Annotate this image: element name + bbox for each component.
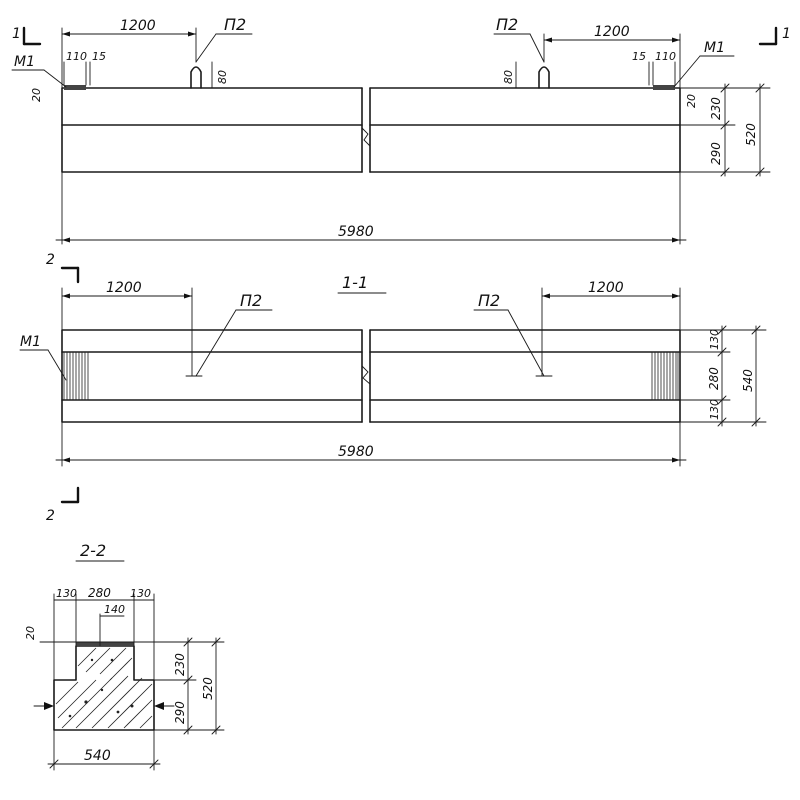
dim-1200-plan-left: 1200 <box>106 280 142 296</box>
title-section-2-2: 2-2 <box>80 541 106 560</box>
dim-140-cs: 140 <box>104 603 125 616</box>
dim-130-plan-top: 130 <box>708 329 721 350</box>
plate-m1-plan-left <box>63 351 89 401</box>
label-p2-right: П2 <box>496 15 518 34</box>
dim-540-plan: 540 <box>741 369 755 392</box>
dim-15-right: 15 <box>632 50 646 63</box>
dim-5980-plan: 5980 <box>338 444 374 460</box>
plate-m1-plan-right <box>651 351 679 401</box>
dim-130-plan-bottom: 130 <box>708 399 721 420</box>
dim-130-cs-left: 130 <box>56 587 77 600</box>
label-m1-right: М1 <box>704 40 725 56</box>
section-mark-1-left: 1 <box>12 26 42 46</box>
break-line-icon <box>361 365 371 385</box>
dim-15-left: 15 <box>92 50 106 63</box>
plate-m1-section <box>76 642 134 646</box>
section-mark-1-right-label: 1 <box>782 26 791 42</box>
dim-130-cs-right: 130 <box>130 587 151 600</box>
label-p2-left: П2 <box>224 15 246 34</box>
dim-1200-plan-right: 1200 <box>588 280 624 296</box>
plate-m1-left <box>64 85 86 90</box>
label-m1-left: М1 <box>14 54 35 70</box>
title-section-1-1: 1-1 <box>342 273 368 292</box>
lifting-loop-right <box>538 66 550 89</box>
cross-section-dims: 130 280 130 140 20 230 290 520 540 <box>24 586 225 771</box>
label-p2-plan-right: П2 <box>478 291 500 310</box>
dim-280-cs: 280 <box>88 586 111 600</box>
lifting-loop-left <box>190 66 202 89</box>
cross-section <box>33 613 175 731</box>
dim-5980-elev: 5980 <box>338 224 374 240</box>
elevation-view <box>61 66 681 173</box>
elevation-dims: 1200 1200 П2 П2 М1 М1 110 15 15 110 <box>11 15 771 245</box>
dim-80-right: 80 <box>502 70 515 84</box>
dim-80-left: 80 <box>216 70 229 84</box>
section-mark-2-bottom: 2 <box>46 486 80 524</box>
dim-1200-left: 1200 <box>120 18 156 34</box>
dim-20-left: 20 <box>30 88 43 102</box>
label-p2-plan-left: П2 <box>240 291 262 310</box>
dim-110-left: 110 <box>66 50 87 63</box>
dim-110-right: 110 <box>655 50 676 63</box>
section-mark-2-bottom-label: 2 <box>46 508 55 524</box>
concrete-hatch <box>55 647 153 729</box>
dim-290-elev: 290 <box>709 142 723 165</box>
dim-230-cs: 230 <box>173 653 187 676</box>
plate-m1-right <box>653 85 675 90</box>
dim-280-plan: 280 <box>707 367 721 390</box>
section-mark-1-right: 1 <box>758 26 791 46</box>
dim-520-cs: 520 <box>201 677 215 700</box>
plan-view <box>61 329 681 423</box>
dim-20-cs: 20 <box>24 626 37 640</box>
dim-540-cs: 540 <box>84 748 111 764</box>
dim-1200-right: 1200 <box>594 24 630 40</box>
section-mark-2-top: 2 <box>46 252 80 284</box>
dim-290-cs: 290 <box>173 701 187 724</box>
section-mark-2-top-label: 2 <box>46 252 55 268</box>
dim-520-elev: 520 <box>744 123 758 146</box>
break-line-icon <box>361 127 371 147</box>
dim-230-elev: 230 <box>709 97 723 120</box>
label-m1-plan: М1 <box>20 334 41 350</box>
plan-dims: 1200 1200 П2 П2 М1 130 280 130 <box>19 280 767 467</box>
dim-20-right: 20 <box>685 94 698 108</box>
section-mark-1-left-label: 1 <box>12 26 21 42</box>
